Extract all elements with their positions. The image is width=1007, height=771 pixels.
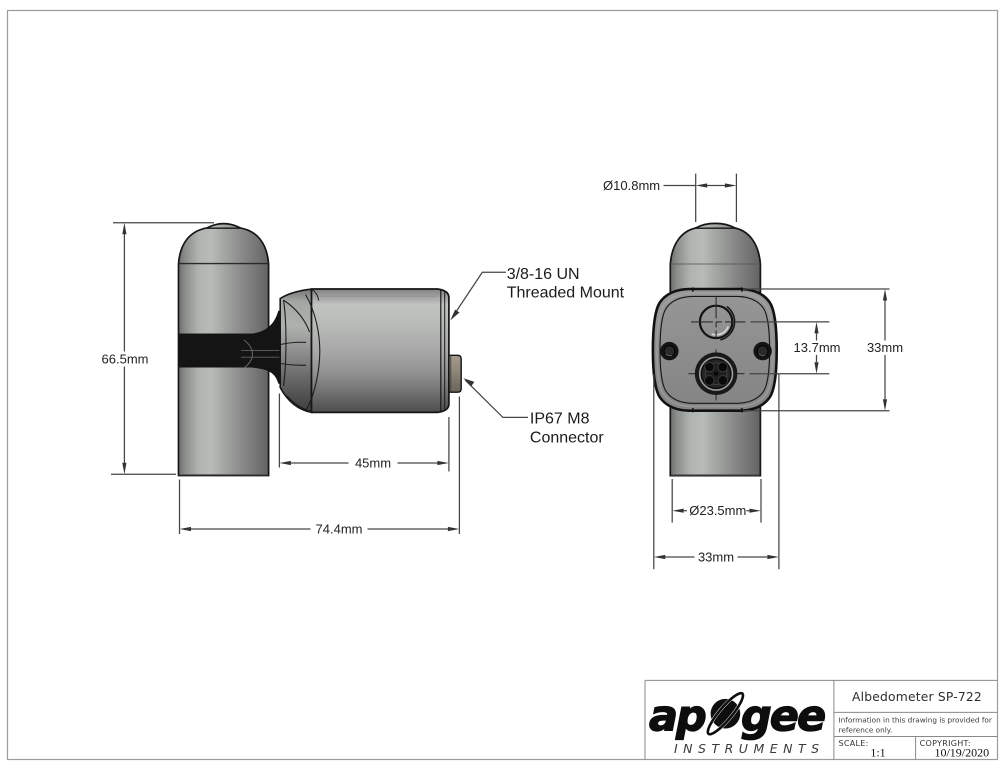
threaded-mount-highlight <box>711 325 730 336</box>
scale-value: 1:1 <box>870 746 885 760</box>
dim-33-height-arrow-up <box>882 289 888 301</box>
dim-10-8-arrow-right <box>724 183 737 188</box>
label-connector-line1: IP67 M8 <box>530 411 590 428</box>
tube-chamfer-line <box>311 288 320 301</box>
threaded-mount-chamfer-arc <box>720 305 736 341</box>
body-tube <box>310 288 450 414</box>
dim-13-7-arrow-down <box>814 362 819 374</box>
logo-word-gee: gee <box>741 692 825 742</box>
swivel-mount <box>178 309 282 385</box>
leader-threaded-mount-arrow <box>450 309 460 321</box>
dim-tube-diameter: Ø23.5mm <box>689 503 746 518</box>
screw-left <box>660 341 679 361</box>
dim-45-lines <box>278 393 450 472</box>
dim-33-width-arrow-right <box>767 554 779 560</box>
dim-74-4-lines <box>178 396 461 534</box>
swivel-horn <box>178 309 282 385</box>
title-block: ap gee INSTRUMENTS Albedometer SP-722 In… <box>644 679 998 760</box>
dim-23-5-lines <box>671 479 762 523</box>
copyright-value: 10/19/2020 <box>934 746 989 760</box>
dim-body-length: 45mm <box>355 455 391 470</box>
leader-connector: IP67 M8 Connector <box>463 378 604 447</box>
label-threaded-mount-line2: Threaded Mount <box>507 285 625 302</box>
dim-head-width: 33mm <box>698 549 734 564</box>
dim-diffuser-diameter: Ø10.8mm <box>603 178 660 193</box>
drawing-title: Albedometer SP-722 <box>852 690 982 704</box>
dim-33-height-lines <box>743 288 890 412</box>
page-border <box>6 9 999 761</box>
apogee-logo: ap gee INSTRUMENTS <box>648 691 827 756</box>
leader-threaded-mount: 3/8-16 UN Threaded Mount <box>450 266 625 321</box>
dim-overall-height: 66.5mm <box>102 351 149 366</box>
dim-33-width-arrow-left <box>653 554 666 560</box>
dim-45-arrow-right <box>437 460 449 466</box>
dim-23-5-arrow-left <box>672 508 684 513</box>
label-connector-line2: Connector <box>530 430 604 447</box>
dim-23-5-arrow-right <box>749 508 761 513</box>
dim-10-8-arrow-left <box>695 183 708 188</box>
dim-45-arrow-left <box>279 460 291 466</box>
connector-face <box>694 352 738 396</box>
logo-subtitle: INSTRUMENTS <box>674 741 825 756</box>
connector-pins <box>704 361 729 386</box>
dim-overall-length: 74.4mm <box>316 521 363 536</box>
dim-10-8-lines <box>663 173 738 222</box>
head-plate-ticks <box>691 287 743 413</box>
connector-stub <box>448 354 462 393</box>
dim-connector-offset: 13.7mm <box>794 340 841 355</box>
logo-word-ap: ap <box>649 692 706 742</box>
scale-label: SCALE: <box>839 739 869 748</box>
dim-head-height: 33mm <box>867 340 903 355</box>
dim-74-4-arrow-left <box>179 526 191 532</box>
head-plate-face <box>651 287 779 412</box>
side-view: 66.5mm 45mm 74.4mm 3/8-16 UN Threaded Mo… <box>102 222 625 536</box>
swivel-cone-highlight <box>243 339 254 369</box>
dim-66-5-lines <box>111 222 214 475</box>
sensor-body <box>279 288 462 414</box>
copyright-label: COPYRIGHT: <box>920 739 971 748</box>
note-line1: Information in this drawing is provided … <box>839 715 992 724</box>
dim-66-5-arrow-up <box>122 222 127 235</box>
logo-planet-icon <box>706 691 745 736</box>
dim-13-7-arrow-up <box>814 321 819 334</box>
label-threaded-mount-line1: 3/8-16 UN <box>507 266 580 283</box>
dim-66-5-arrow-down <box>122 462 127 475</box>
screw-right <box>753 341 772 361</box>
nut-facet-lines <box>280 294 321 413</box>
head-plate-rim-line <box>659 295 771 404</box>
dim-13-7-lines <box>749 321 830 375</box>
rear-view: Ø10.8mm 13.7mm 33mm Ø23.5m <box>603 173 903 570</box>
dim-33-width-lines <box>653 374 780 570</box>
head-plate-rim-highlight <box>656 292 774 408</box>
title-block-lines <box>644 679 998 760</box>
note-line2: reference only. <box>839 725 893 734</box>
dim-33-height-arrow-down <box>882 399 888 411</box>
dim-74-4-arrow-right <box>447 526 460 532</box>
head-plate <box>651 287 779 413</box>
leader-connector-arrow <box>463 378 475 387</box>
connector-center-pin <box>714 371 719 376</box>
